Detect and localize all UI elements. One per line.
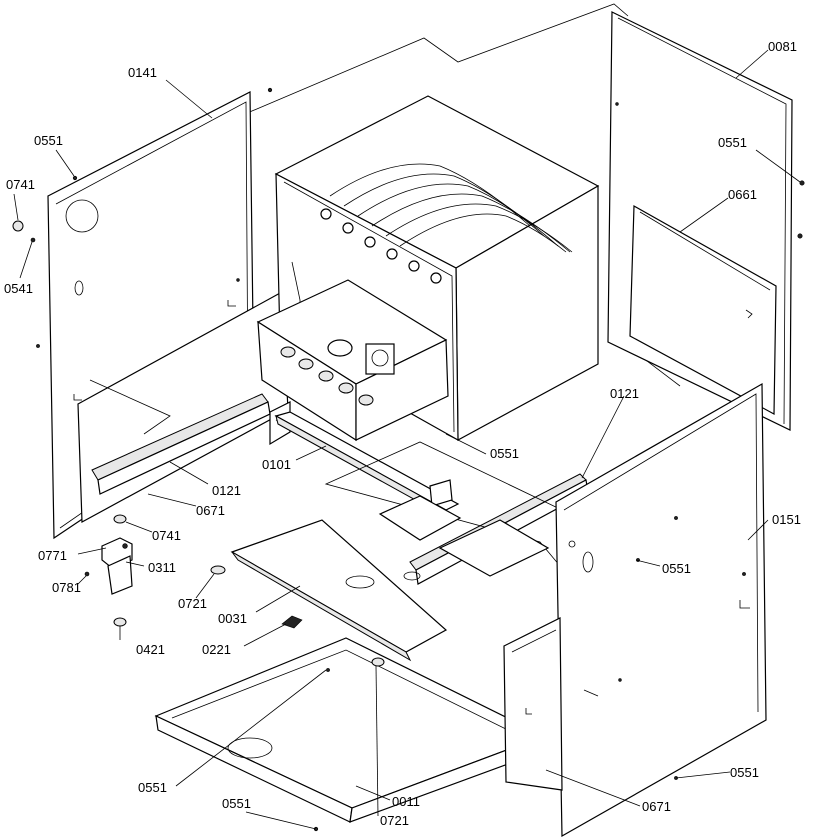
label-part-0421: 0421 (136, 642, 165, 657)
label-part-0781: 0781 (52, 580, 81, 595)
label-part-0741-top: 0741 (6, 177, 35, 192)
label-part-0121-right: 0121 (610, 386, 639, 401)
burner-assembly (256, 279, 449, 497)
label-part-0551-right-top: 0551 (718, 135, 747, 150)
label-part-0551-bottom: 0551 (222, 796, 251, 811)
label-part-0721-left: 0721 (178, 596, 207, 611)
label-part-0721-bottom: 0721 (380, 813, 409, 828)
label-part-0551-left-top: 0551 (34, 133, 63, 148)
label-part-0141: 0141 (128, 65, 157, 80)
label-part-0671-left: 0671 (196, 503, 225, 518)
label-part-0121-left: 0121 (212, 483, 241, 498)
label-part-0661: 0661 (728, 187, 757, 202)
leader-lines (13, 49, 801, 830)
right-insulation-0671 (503, 617, 563, 791)
label-part-0551-right-bottom: 0551 (730, 765, 759, 780)
label-part-0151: 0151 (772, 512, 801, 527)
label-part-0221: 0221 (202, 642, 231, 657)
label-part-0551-base: 0551 (138, 780, 167, 795)
outline-frame-top (211, 3, 629, 129)
label-part-0771: 0771 (38, 548, 67, 563)
label-part-0741-bottom: 0741 (152, 528, 181, 543)
label-part-0011: 0011 (392, 794, 420, 809)
hardware-parts (12, 220, 385, 832)
insulation-panel-0661 (629, 204, 777, 415)
bottom-shelf-0031 (230, 519, 448, 662)
right-side-panel-0151 (555, 382, 767, 837)
label-part-0551-center: 0551 (490, 446, 519, 461)
label-part-0311: 0311 (148, 560, 176, 575)
label-part-0671-right: 0671 (642, 799, 671, 814)
bracket-rail-0101 (274, 411, 460, 519)
label-part-0541: 0541 (4, 281, 33, 296)
label-part-0031: 0031 (218, 611, 247, 626)
blower-deck (324, 441, 609, 581)
label-part-0551-right-panel: 0551 (662, 561, 691, 576)
base-pan-0011 (154, 637, 547, 823)
label-part-0101: 0101 (262, 457, 291, 472)
label-part-0081: 0081 (768, 39, 797, 54)
